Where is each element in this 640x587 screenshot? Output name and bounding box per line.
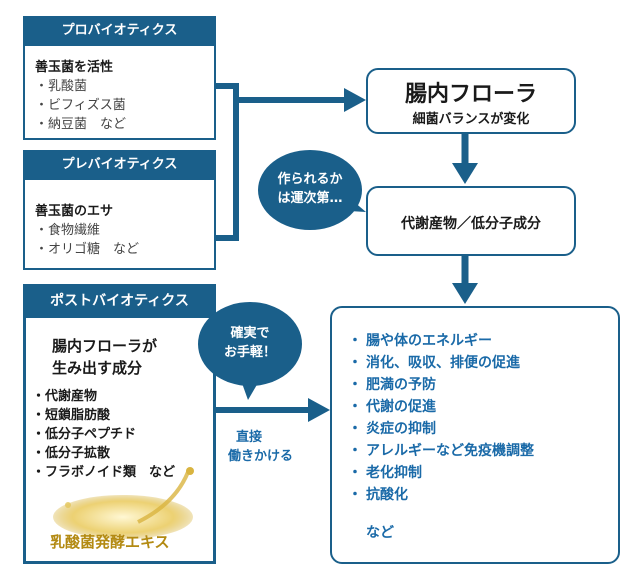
- effect-item: ・腸や体のエネルギー: [348, 333, 492, 349]
- uncertain-bubble-line1: 作られるか: [277, 172, 343, 187]
- postbiotics-title: 腸内フローラが: [52, 337, 158, 355]
- bracket-connector: [216, 83, 239, 241]
- postbiotics-title: 生み出す成分: [52, 359, 143, 377]
- effect-item: ・炎症の抑制: [348, 421, 436, 437]
- effect-item: ・老化抑制: [348, 465, 422, 481]
- arrowhead-postbiotics-to-effects: [308, 398, 330, 422]
- arrowhead-to-flora: [344, 88, 366, 112]
- extract-label: 乳酸菌発酵エキス: [50, 533, 170, 551]
- probiotics-header: プロバイオティクス: [23, 16, 216, 46]
- postbiotics-item: ・代謝産物: [32, 389, 98, 404]
- prebiotics-item: ・食物繊維: [35, 223, 101, 238]
- certain-bubble-line1: 確実で: [230, 326, 270, 341]
- prebiotics-box: プレバイオティクス 善玉菌のエサ ・食物繊維 ・オリゴ糖 など: [23, 150, 216, 270]
- probiotics-item: ・ビフィズス菌: [35, 98, 126, 113]
- effect-item: ・抗酸化: [348, 487, 408, 503]
- direct-label: 直接: [236, 430, 263, 445]
- uncertain-bubble-line2: は運次第…: [277, 191, 343, 206]
- arrowhead-flora-to-metabolite: [452, 163, 478, 184]
- metabolite-box: 代謝産物／低分子成分: [366, 186, 576, 256]
- postbiotics-header: ポストバイオティクス: [23, 284, 216, 318]
- effects-box: [330, 306, 620, 564]
- metabolite-label: 代謝産物／低分子成分: [401, 216, 541, 232]
- arrowhead-metabolite-to-effects: [452, 283, 478, 304]
- flora-box: 腸内フローラ 細菌バランスが変化: [366, 68, 576, 134]
- probiotics-box: プロバイオティクス 善玉菌を活性 ・乳酸菌 ・ビフィズス菌 ・納豆菌 など: [23, 16, 216, 140]
- prebiotics-item: ・オリゴ糖 など: [35, 242, 140, 257]
- prebiotics-title: 善玉菌のエサ: [35, 204, 114, 219]
- gold-splash-image: [53, 467, 194, 539]
- certain-bubble-line2: お手軽！: [223, 345, 276, 360]
- uncertain-bubble: 作られるか は運次第…: [258, 150, 362, 230]
- probiotics-item: ・乳酸菌: [35, 79, 88, 94]
- postbiotics-item: ・低分子ペプチド: [32, 427, 137, 442]
- effect-item: ・消化、吸収、排便の促進: [348, 355, 520, 371]
- postbiotics-item: ・短鎖脂肪酸: [32, 408, 111, 423]
- effect-item: ・アレルギーなど免疫機調整: [348, 443, 534, 459]
- postbiotics-item: ・フラボノイド類 など: [32, 465, 176, 480]
- postbiotics-box: ポストバイオティクス 腸内フローラが 生み出す成分 ・代謝産物 ・短鎖脂肪酸 ・…: [23, 284, 216, 564]
- effect-item: ・肥満の予防: [348, 377, 436, 393]
- flora-title: 腸内フローラ: [404, 82, 537, 107]
- certain-bubble: 確実で お手軽！: [198, 302, 302, 386]
- probiotics-title: 善玉菌を活性: [35, 60, 114, 75]
- effect-item: ・代謝の促進: [348, 399, 436, 415]
- effect-etc: など: [366, 525, 394, 541]
- postbiotics-item: ・低分子拡散: [32, 446, 111, 461]
- probiotics-item: ・納豆菌 など: [35, 117, 127, 132]
- prebiotics-header: プレバイオティクス: [23, 150, 216, 180]
- flora-subtitle: 細菌バランスが変化: [412, 112, 530, 127]
- direct-label: 働きかける: [228, 449, 294, 464]
